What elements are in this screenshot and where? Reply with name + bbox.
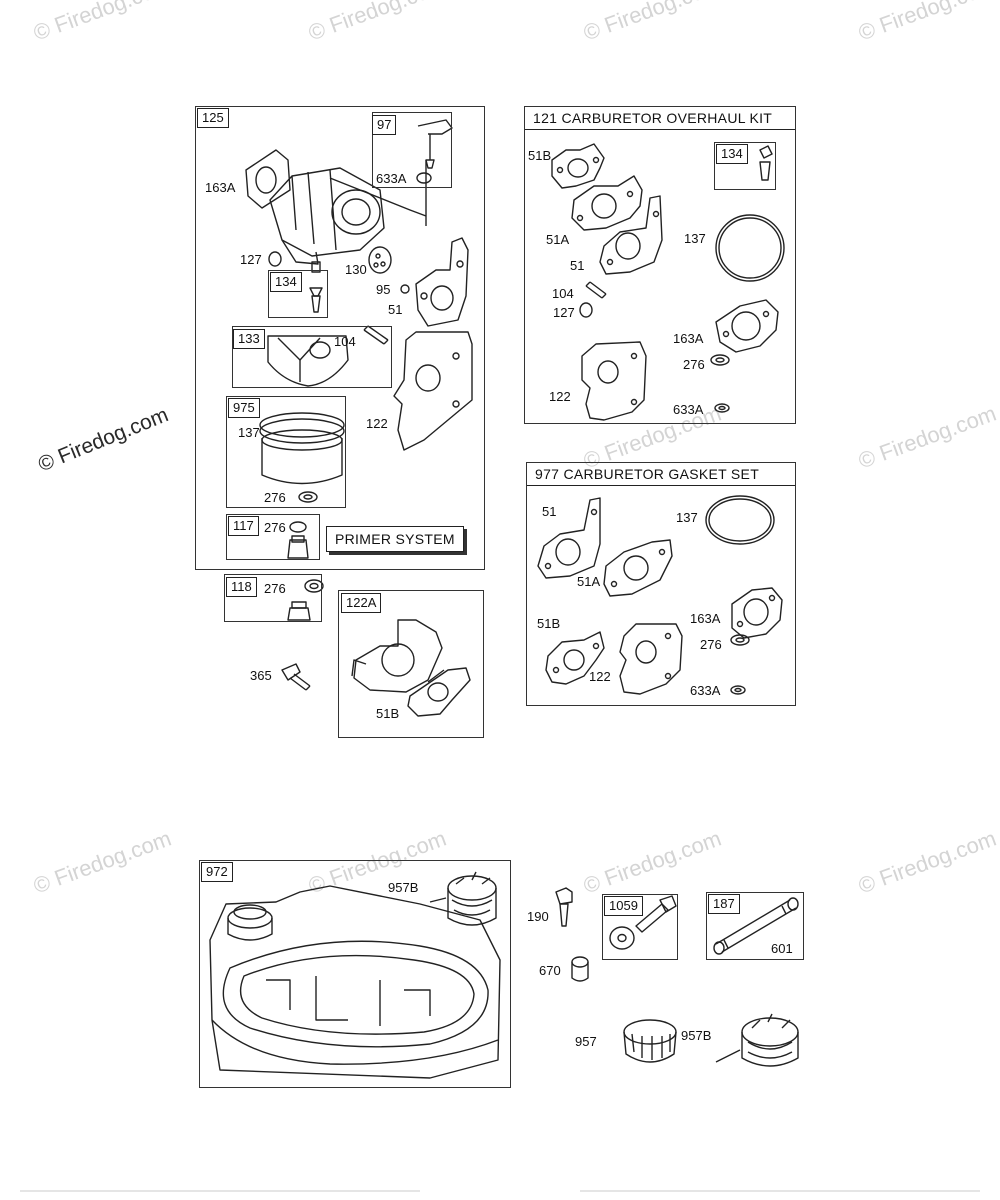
part-label: 137	[676, 510, 698, 525]
group-975-tag: 975	[228, 398, 260, 418]
kit-121-title: 121 CARBURETOR OVERHAUL KIT	[525, 107, 795, 130]
part-label: 137	[684, 231, 706, 246]
part-label: 276	[264, 520, 286, 535]
group-1059-frame	[602, 894, 678, 960]
part-label: 104	[552, 286, 574, 301]
part-label: 670	[539, 963, 561, 978]
part-label: 276	[700, 637, 722, 652]
group-118-tag: 118	[226, 577, 257, 597]
group-122a-tag: 122A	[341, 593, 382, 613]
part-label: 163A	[673, 331, 704, 346]
part-label: 51	[388, 302, 403, 317]
part-label: 51A	[577, 574, 601, 589]
group-125-tag: 125	[197, 108, 229, 128]
part-label: 633A	[673, 402, 704, 417]
part-label: 633A	[690, 683, 721, 698]
part-label: 127	[553, 305, 575, 320]
group-187-tag: 187	[708, 894, 740, 914]
part-label: 276	[264, 490, 286, 505]
part-label: 190	[527, 909, 549, 924]
part-label: 95	[376, 282, 391, 297]
part-label: 127	[240, 252, 262, 267]
kit-121-frame: 121 CARBURETOR OVERHAUL KIT	[524, 106, 796, 424]
group-972-tag: 972	[201, 862, 233, 882]
primer-system-label: PRIMER SYSTEM	[326, 526, 464, 552]
kit-977-title: 977 CARBURETOR GASKET SET	[527, 463, 795, 486]
part-label: 51	[570, 258, 585, 273]
part-label: 122	[589, 669, 611, 684]
group-972-frame	[199, 860, 511, 1088]
part-label: 365	[250, 668, 272, 683]
group-133-frame	[232, 326, 392, 388]
part-label: 51B	[528, 148, 552, 163]
group-134-tag: 134	[716, 144, 748, 164]
group-118-frame	[224, 574, 322, 622]
part-label: 51B	[537, 616, 561, 631]
part-label: 51	[542, 504, 557, 519]
group-122a-frame	[338, 590, 484, 738]
part-label: 163A	[205, 180, 236, 195]
group-975-frame	[226, 396, 346, 508]
part-label: 104	[334, 334, 356, 349]
part-label: 957B	[388, 880, 419, 895]
group-117-frame	[226, 514, 320, 560]
part-label: 51A	[546, 232, 570, 247]
part-label: 137	[238, 425, 260, 440]
part-label: 601	[771, 941, 793, 956]
part-label: 122	[549, 389, 571, 404]
part-label: 633A	[376, 171, 407, 186]
group-133-tag: 133	[233, 329, 265, 349]
kit-977-frame: 977 CARBURETOR GASKET SET	[526, 462, 796, 706]
footer-divider	[580, 1190, 980, 1192]
part-label: 163A	[690, 611, 721, 626]
part-label: 130	[345, 262, 367, 277]
group-134-frame	[714, 142, 776, 190]
footer-divider	[20, 1190, 420, 1192]
part-label: 276	[683, 357, 705, 372]
group-187-frame	[706, 892, 804, 960]
group-97-tag: 97	[372, 115, 397, 135]
part-label: 276	[264, 581, 286, 596]
group-1059-tag: 1059	[604, 896, 643, 916]
part-label: 957	[575, 1034, 597, 1049]
part-label: 957B	[681, 1028, 712, 1043]
group-97-frame	[372, 112, 452, 188]
group-117-tag: 117	[228, 516, 259, 536]
group-125-frame	[195, 106, 485, 570]
part-label: 51B	[376, 706, 400, 721]
group-134-frame	[268, 270, 328, 318]
part-label: 122	[366, 416, 388, 431]
group-134-tag: 134	[270, 272, 302, 292]
